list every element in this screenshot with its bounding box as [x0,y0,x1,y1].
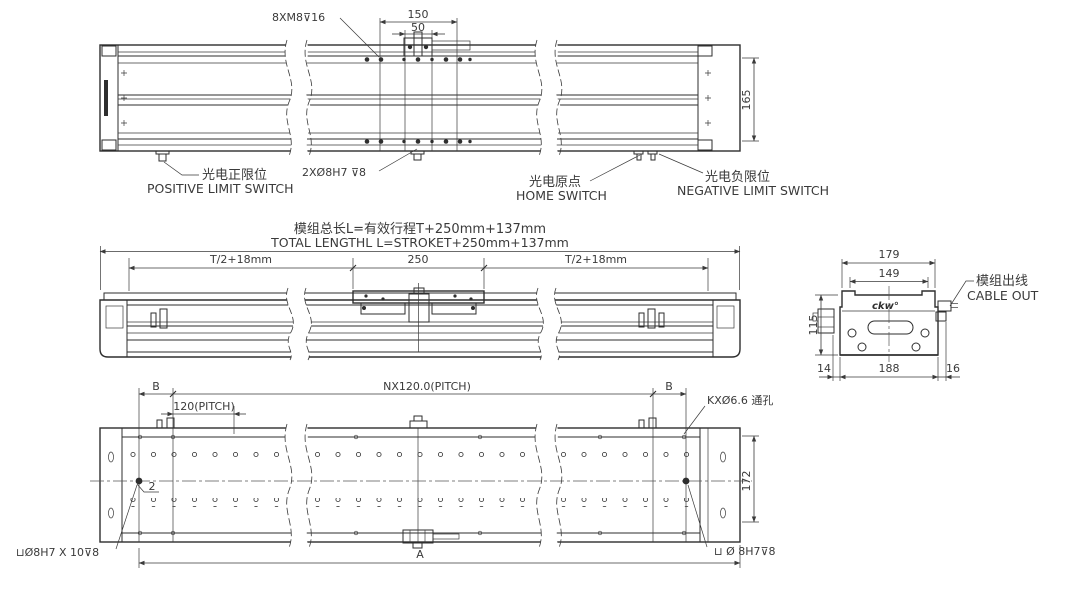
break-line [286,287,312,361]
front-view: 模组总长L=有效行程T+250mm+137mm TOTAL LENGTHL L=… [99,222,741,361]
length-formula-cn: 模组总长L=有效行程T+250mm+137mm [294,222,546,237]
carriage-front-view [352,283,485,352]
dim-a: A [416,548,424,561]
dim-stroke-left: T/2+18mm [209,253,272,266]
through-holes [137,434,687,536]
negative-limit-label-cn: 光电负限位 [705,170,770,185]
dim-115: 115 [807,315,820,336]
positive-limit-label-en: POSITIVE LIMIT SWITCH [147,181,293,196]
bottom-view-details: 2 [135,415,690,549]
end-view: ckw° 179 149 115 14 188 16 模组出线 CABLE O [807,248,1039,381]
top-view-dimensions: 150 50 8XM8⊽16 165 [272,8,759,142]
counterbore-callout-right: ⊔ Ø 8H7⊽8 [714,545,776,558]
dowel-callout: 2XØ8H7 ⊽8 [302,166,366,179]
dim-pitch-total: NX120.0(PITCH) [383,380,471,393]
right-center-marks [705,70,711,126]
home-label-cn: 光电原点 [529,175,581,190]
dim-150: 150 [408,8,429,21]
end-view-switch-bracket [817,308,835,334]
brand-logo: ckw° [872,301,899,312]
dim-16: 16 [946,362,960,375]
center-block [408,293,430,323]
dowel-pin-left [135,477,143,485]
front-view-dimensions: T/2+18mm 250 T/2+18mm [99,246,741,291]
dim-188: 188 [879,362,900,375]
dim-250: 250 [408,253,429,266]
carriage-top-view [364,18,472,151]
carriage-bolt-holes [364,57,472,144]
dim-172: 172 [740,471,753,492]
end-view-body: ckw° [812,286,958,362]
bottom-view: 2 B NX120.0(PITCH) B 120(PITCH) KXØ6.6 通… [16,380,776,568]
dim-pitch: 120(PITCH) [173,400,234,413]
negative-limit-label-en: NEGATIVE LIMIT SWITCH [677,183,829,198]
break-line [534,423,563,549]
bottom-view-dimensions: B NX120.0(PITCH) B 120(PITCH) KXØ6.6 通孔 … [16,380,776,568]
dim-50: 50 [411,21,425,34]
cable-connector [937,300,952,312]
break-line [284,423,313,549]
dim-2: 2 [149,480,156,493]
dim-149: 149 [879,267,900,280]
left-center-marks [121,70,127,126]
dim-14: 14 [817,362,831,375]
dim-165: 165 [740,90,753,111]
dim-stroke-right: T/2+18mm [564,253,627,266]
top-view-body [99,44,741,152]
dim-b-left: B [152,380,160,393]
length-formula-en: TOTAL LENGTHL L=STROKET+250mm+137mm [270,235,569,250]
top-view: 150 50 8XM8⊽16 165 光电正限位 POSITIVE LIMIT … [99,8,829,203]
cable-out-callout: 模组出线 CABLE OUT [949,274,1039,307]
dowel-pin-right [682,477,690,485]
slot-hole [867,320,914,335]
end-view-dimensions: 179 149 115 14 188 16 [807,248,960,381]
dim-179: 179 [879,248,900,261]
slider-block-left [360,302,406,315]
mounting-hole-row-top [129,452,699,461]
sensor-plate [431,40,471,51]
bottom-view-body [99,427,741,543]
thread-leader [339,17,380,58]
cable-out-label-cn: 模组出线 [976,274,1028,289]
mounting-hole-row-bottom [129,498,699,507]
break-line [536,287,562,361]
counterbore-callout-left: ⊔Ø8H7 X 10⊽8 [16,546,99,559]
positive-limit-label-cn: 光电正限位 [202,168,267,183]
left-end-label-strip [104,80,108,116]
front-limit-switch-right [638,308,665,329]
front-view-body [99,292,741,358]
front-limit-switch-left [150,308,168,329]
limit-switch-callouts: 光电正限位 POSITIVE LIMIT SWITCH 2XØ8H7 ⊽8 光电… [147,148,829,203]
thread-callout: 8XM8⊽16 [272,11,325,24]
through-hole-callout: KXØ6.6 通孔 [707,394,773,407]
home-label-en: HOME SWITCH [516,188,607,203]
slider-block-right [431,302,477,315]
cable-out-label-en: CABLE OUT [967,288,1039,303]
dim-b-right: B [665,380,673,393]
